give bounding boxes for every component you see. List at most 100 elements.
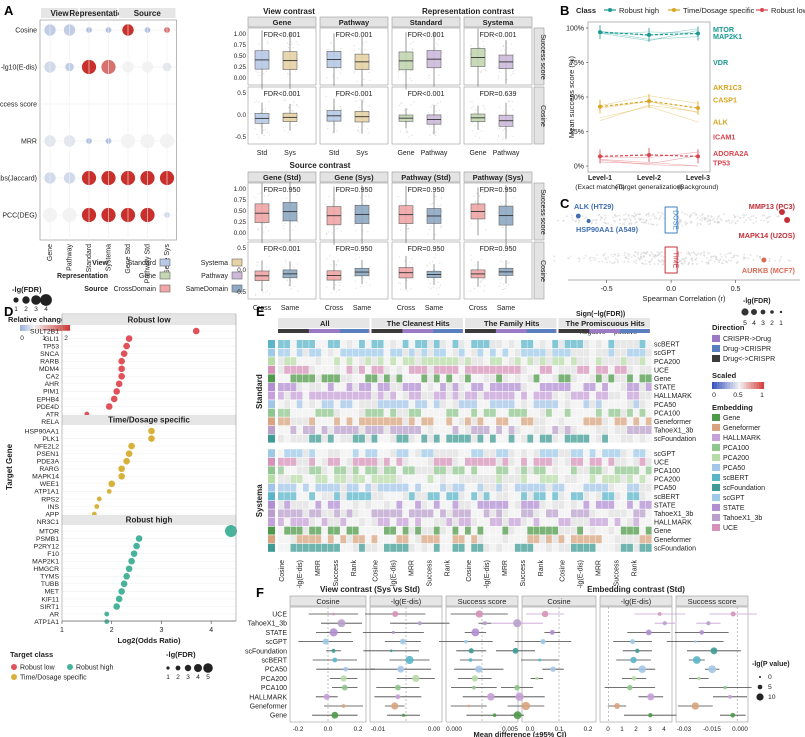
heatmap-cell: [458, 365, 465, 374]
jitter-point: [498, 279, 500, 281]
heatmap-cell: [371, 457, 378, 466]
heatmap-cell: [458, 449, 465, 458]
heatmap-cell: [415, 374, 421, 383]
correlation-point: [623, 251, 626, 254]
correlation-point: [661, 259, 663, 261]
heatmap-cell: [327, 518, 334, 526]
heatmap-cell: [421, 417, 428, 426]
heatmap-cell: [433, 365, 440, 374]
odds-ratio-point: [96, 496, 102, 502]
fdr-label: FDR<0.001: [408, 89, 445, 98]
heatmap-cell: [502, 391, 509, 400]
heatmap-cell: [514, 365, 521, 374]
correlation-point: [719, 257, 722, 260]
ci-point: [341, 684, 348, 691]
box-legend-label-b: Systema: [201, 260, 228, 267]
correlation-point: [699, 214, 702, 217]
jitter-point: [431, 261, 433, 263]
gene-label: PSMB1: [36, 536, 59, 543]
heatmap-cell: [583, 340, 590, 348]
facet-strip: [319, 171, 389, 183]
heatmap-cell: [558, 357, 565, 366]
correlation-point: [643, 263, 646, 265]
correlation-point: [623, 254, 626, 257]
heatmap-cell: [440, 426, 446, 434]
heatmap-cell: [433, 466, 440, 475]
heatmap-cell: [627, 426, 633, 434]
jitter-point: [356, 129, 358, 132]
heatmap-cell: [309, 426, 315, 434]
heatmap-cell: [396, 475, 403, 483]
jitter-point: [474, 135, 476, 137]
heatmap-cell: [477, 492, 484, 501]
heatmap-cell: [334, 357, 340, 366]
correlation-point: [688, 215, 691, 218]
jitter-point: [259, 123, 261, 126]
row-label: scGPT: [654, 350, 676, 357]
heatmap-cell: [471, 483, 478, 492]
heatmap-cell: [383, 383, 390, 391]
jitter-point: [479, 137, 481, 139]
heatmap-cell: [408, 408, 415, 417]
jitter-point: [497, 134, 500, 137]
heatmap-cell: [570, 400, 577, 409]
heatmap-cell: [377, 500, 384, 509]
scaled-legend-cell: [725, 382, 728, 389]
heatmap-cell: [533, 426, 540, 434]
heatmap-cell: [496, 426, 502, 434]
heatmap-cell: [402, 417, 409, 426]
gene-label: TP53: [713, 159, 730, 168]
jitter-point: [358, 256, 360, 258]
ci-point: [329, 628, 338, 637]
heatmap-cell: [465, 426, 471, 434]
legend-title: Class: [576, 6, 596, 15]
correlation-point: [640, 218, 642, 221]
correlation-point: [578, 260, 581, 263]
jitter-point: [353, 275, 355, 278]
heatmap-cell: [602, 400, 608, 409]
correlation-point: [742, 258, 745, 260]
forest-row-label: scGPT: [266, 639, 288, 646]
heatmap-cell: [433, 434, 440, 443]
correlation-point: [625, 218, 628, 220]
ci-point: [535, 676, 539, 681]
jitter-point: [511, 100, 513, 103]
heatmap-cell: [458, 340, 465, 348]
heatmap-cell: [527, 543, 534, 552]
heatmap-cell: [359, 365, 365, 374]
heatmap-cell: [440, 348, 446, 357]
jitter-point: [436, 205, 439, 207]
heatmap-cell: [627, 417, 633, 426]
heatmap-cell: [340, 518, 347, 526]
heatmap-cell: [564, 365, 571, 374]
heatmap-cell: [577, 417, 584, 426]
correlation-point: [679, 221, 681, 224]
jitter-point: [358, 106, 360, 108]
correlation-point: [695, 263, 698, 265]
jitter-point: [413, 101, 415, 103]
row-label: scGPT: [654, 451, 676, 458]
jitter-point: [264, 129, 266, 131]
heatmap-cell: [514, 357, 521, 366]
correlation-point: [622, 218, 625, 221]
heatmap-cell: [577, 518, 584, 526]
heatmap-cell: [602, 434, 608, 443]
heatmap-cell: [334, 426, 340, 434]
correlation-point: [736, 215, 739, 218]
jitter-point: [427, 233, 429, 235]
row-strip: [533, 27, 545, 86]
heatmap-cell: [452, 434, 459, 443]
correlation-point: [728, 222, 731, 224]
jitter-point: [500, 277, 502, 279]
gene-label: SIRT1: [40, 604, 59, 611]
heatmap-cell: [296, 518, 303, 526]
heatmap-cell: [502, 526, 509, 535]
jitter-point: [512, 135, 514, 137]
heatmap-cell: [427, 475, 434, 483]
heatmap-cell: [408, 509, 415, 518]
color-legend-cell: [20, 325, 23, 331]
heatmap-cell: [645, 426, 652, 434]
jitter-point: [502, 288, 505, 291]
column-metric-label: Cosine: [466, 560, 473, 582]
boxplot-panel: [319, 182, 389, 241]
